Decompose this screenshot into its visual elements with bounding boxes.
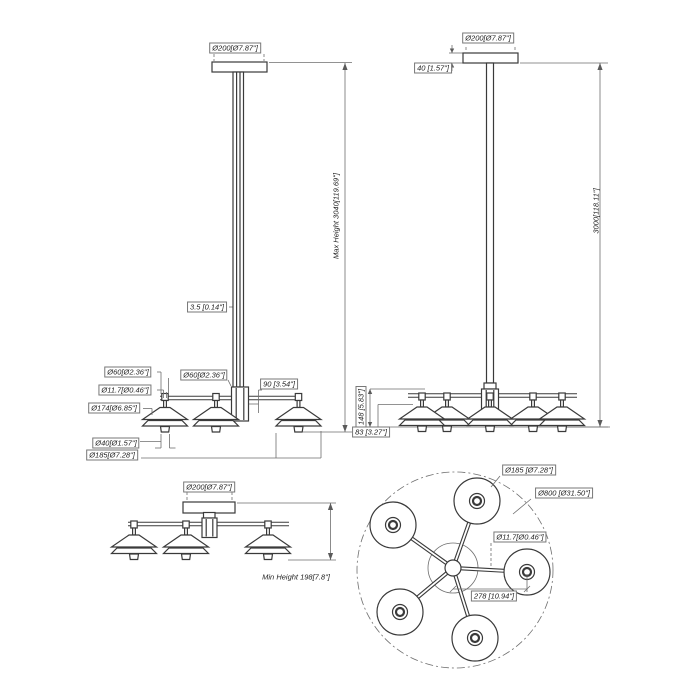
overall-diameter-circle [356, 471, 554, 669]
dim-canopy-dia: Ø200[Ø7.87"] [462, 32, 514, 44]
dim-shade-dia: Ø185 [Ø7.28"] [502, 464, 556, 476]
canopy [182, 501, 236, 514]
view-front-max-height [140, 54, 352, 459]
dim-canopy-dia: Ø200[Ø7.87"] [183, 481, 235, 493]
dim-finial-dia: Ø40[Ø1.57"] [92, 437, 140, 449]
dim-min-height: Min Height 198[7.8"] [262, 572, 330, 582]
dim-stem-dia: Ø11.7[Ø0.46"] [98, 384, 152, 396]
plan-arms [410, 521, 505, 617]
dim-shade-mid-dia: Ø174[Ø6.85"] [88, 402, 140, 414]
dim-stem-dia: Ø11.7[Ø0.46"] [493, 531, 547, 543]
dim-rod-wall: 3.5 [0.14"] [187, 301, 227, 313]
rod [485, 62, 495, 384]
shade-plan [375, 587, 425, 637]
dim-canopy-height: 40 [1.57"] [414, 62, 452, 74]
rod [232, 71, 245, 388]
shade [244, 520, 292, 561]
rod-collar [483, 382, 497, 390]
dim-cap-dia: Ø60[Ø2.36"] [104, 366, 152, 378]
hub-plan [444, 559, 462, 577]
shade-plan [368, 500, 418, 550]
dim-shade-assembly-height: 148 [5.83"] [355, 385, 367, 429]
dim-rod-length: 3000[118.11"] [591, 188, 601, 234]
dim-arm-offset: 90 [3.54"] [260, 378, 298, 390]
shade [466, 392, 514, 433]
dim-hub-dia: Ø60[Ø2.36"] [180, 369, 228, 381]
dim-arm-radius: 278 [10.94"] [470, 590, 518, 602]
shade [110, 520, 158, 561]
view-front-rod-length [361, 45, 610, 433]
shade-plan [450, 613, 500, 663]
view-front-min-height [110, 492, 336, 561]
view-plan [356, 471, 554, 669]
rod-collar [202, 511, 216, 519]
dim-canopy-dia: Ø200[Ø7.87"] [209, 42, 261, 54]
dim-overall-dia: Ø800 [Ø31.50"] [535, 487, 593, 499]
hub [201, 517, 218, 539]
dim-max-height: Max Height 3040[119.69"] [331, 173, 341, 259]
canopy [211, 61, 268, 73]
dim-shade-height: 83 [3.27"] [352, 426, 390, 438]
canopy [462, 52, 519, 64]
dim-shade-dia: Ø185[Ø7.28"] [86, 449, 138, 461]
